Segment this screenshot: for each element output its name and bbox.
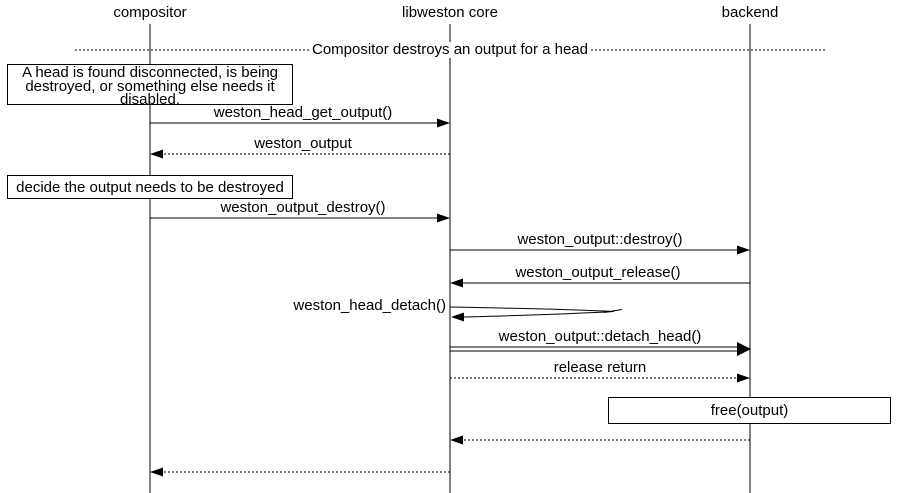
arrowhead-right-icon: [737, 245, 750, 255]
participant-libweston-core: libweston core: [402, 4, 498, 21]
arrowhead-right-icon: [437, 118, 450, 128]
arrowhead-left-icon: [450, 435, 463, 445]
section-divider-label: Compositor destroys an output for a head: [309, 42, 591, 58]
note-decide-destroy: decide the output needs to be destroyed: [7, 175, 293, 199]
arrowhead-left-icon: [451, 312, 464, 322]
note-head-disconnected: A head is found disconnected, is being d…: [7, 64, 293, 105]
self-message-loop-lower: [463, 311, 615, 318]
arrowhead-left-icon: [150, 149, 163, 159]
arrowhead-right-icon: [737, 342, 751, 356]
note-free-output: free(output): [608, 397, 891, 424]
arrowhead-right-icon: [737, 373, 750, 383]
arrowhead-left-icon: [450, 278, 463, 288]
arrowhead-left-icon: [150, 467, 163, 477]
message-label-release-return: release return: [553, 359, 647, 376]
message-label-detach-head: weston_output::detach_head(): [498, 328, 702, 345]
arrowhead-right-icon: [437, 213, 450, 223]
message-label-head-detach: weston_head_detach(): [293, 297, 446, 314]
message-label-head-get-output: weston_head_get_output(): [213, 104, 393, 121]
message-label-output-release: weston_output_release(): [515, 264, 681, 281]
self-message-loop-tip: [603, 309, 623, 313]
message-label-output-destroy: weston_output_destroy(): [220, 199, 386, 216]
message-label-weston-output: weston_output: [254, 135, 352, 152]
participant-compositor: compositor: [113, 4, 187, 21]
participant-backend: backend: [721, 4, 779, 21]
message-label-output-destroy-vfunc: weston_output::destroy(): [517, 231, 683, 248]
self-message-loop-upper: [449, 306, 615, 312]
